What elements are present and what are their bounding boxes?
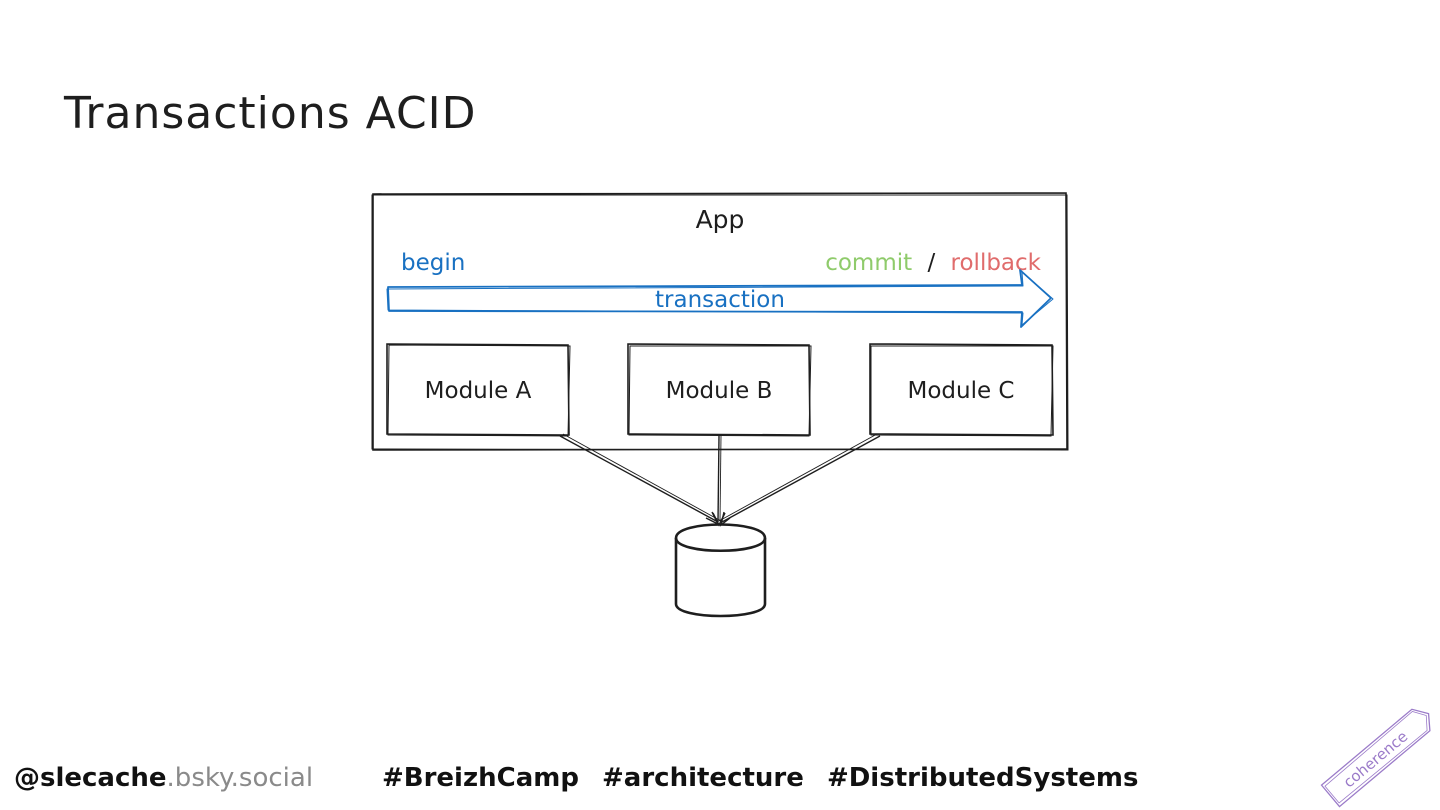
connector-arrows bbox=[559, 433, 881, 527]
module-a-label: Module A bbox=[425, 378, 532, 404]
commit-label: commit bbox=[825, 250, 912, 276]
bluesky-handle: @slecache bbox=[14, 763, 167, 793]
bluesky-domain: .bsky.social bbox=[166, 763, 314, 793]
module-c-box bbox=[869, 343, 1054, 437]
module-b-box bbox=[627, 343, 812, 437]
module-a-box bbox=[386, 343, 571, 437]
slide-title: Transactions ACID bbox=[64, 88, 477, 139]
database-icon bbox=[674, 523, 767, 618]
tag-architecture[interactable]: #architecture bbox=[602, 763, 804, 793]
separator-label: / bbox=[927, 250, 935, 276]
tag-distributed-systems[interactable]: #DistributedSystems bbox=[826, 763, 1139, 793]
commit-rollback-label: commit / rollback bbox=[825, 250, 1041, 276]
footer-handle[interactable]: @slecache.bsky.social bbox=[14, 763, 313, 793]
transaction-arrow bbox=[386, 269, 1054, 328]
module-c-label: Module C bbox=[907, 378, 1014, 404]
module-b-label: Module B bbox=[666, 378, 773, 404]
coherence-logo-text: coherence bbox=[1340, 727, 1411, 791]
footer-tags: #BreizhCamp #architecture #DistributedSy… bbox=[382, 763, 1138, 793]
tag-breizhcamp[interactable]: #BreizhCamp bbox=[382, 763, 579, 793]
app-box bbox=[371, 192, 1069, 451]
app-label: App bbox=[696, 205, 745, 234]
coherence-logo: coherence bbox=[1320, 708, 1431, 808]
transaction-label: transaction bbox=[655, 287, 785, 313]
begin-label: begin bbox=[401, 250, 465, 276]
rollback-label: rollback bbox=[951, 250, 1042, 276]
